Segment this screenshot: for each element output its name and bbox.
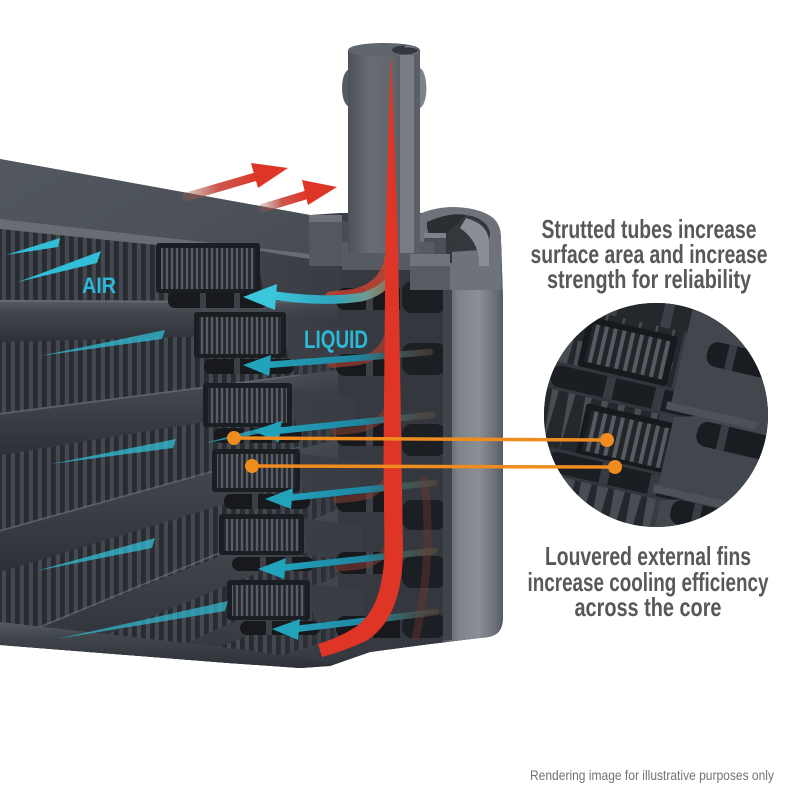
svg-text:strength for reliability: strength for reliability bbox=[547, 264, 751, 294]
svg-text:Louvered external fins: Louvered external fins bbox=[545, 541, 751, 571]
svg-text:LIQUID: LIQUID bbox=[304, 326, 368, 354]
svg-text:surface area and increase: surface area and increase bbox=[531, 239, 768, 269]
svg-text:Rendering image for illustrati: Rendering image for illustrative purpose… bbox=[530, 767, 774, 783]
svg-text:across the core: across the core bbox=[575, 592, 722, 622]
svg-text:increase cooling efficiency: increase cooling efficiency bbox=[528, 567, 769, 597]
svg-text:AIR: AIR bbox=[82, 273, 116, 298]
svg-text:Strutted tubes increase: Strutted tubes increase bbox=[542, 214, 757, 244]
